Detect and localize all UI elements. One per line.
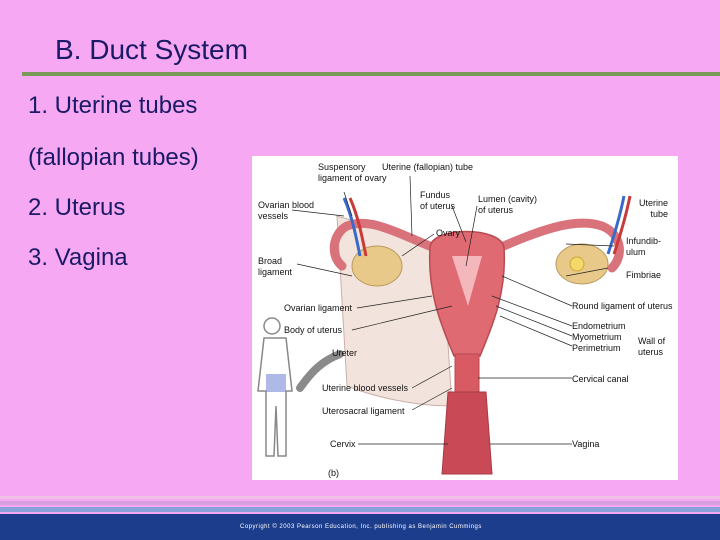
copyright-text: Copyright © 2003 Pearson Education, Inc.… [240,524,482,530]
label-ureter: Ureter [332,348,357,358]
label-endometrium: Endometrium [572,321,626,331]
label-vagina: Vagina [572,439,599,449]
label-cervix: Cervix [330,439,356,449]
label-fundus-2: of uterus [420,201,455,211]
uterus-illustration [252,156,678,480]
label-broad-2: ligament [258,267,292,277]
footer-stripe-2 [0,501,720,505]
label-wall-2: uterus [638,347,663,357]
label-infundibulum-1: Infundib- [626,236,661,246]
footer-stripe-3 [0,507,720,512]
label-uterine-vessels: Uterine blood vessels [322,383,408,393]
label-uterine-tube-right-1: Uterine [639,198,668,208]
label-lumen-1: Lumen (cavity) [478,194,537,204]
label-uterine-tube-top: Uterine (fallopian) tube [382,162,473,172]
bullet-vagina: 3. Vagina [28,244,128,272]
label-suspensory-2: ligament of ovary [318,173,387,183]
label-ovary: Ovary [436,228,460,238]
slide-title: B. Duct System [55,34,248,66]
label-uterine-tube-right-2: tube [650,209,668,219]
label-infundibulum-2: ulum [626,247,646,257]
bullet-uterine-tubes: 1. Uterine tubes [28,92,197,120]
label-round-ligament: Round ligament of uterus [572,301,673,311]
label-cervical-canal: Cervical canal [572,374,629,384]
label-fundus-1: Fundus [420,190,450,200]
label-uterosacral: Uterosacral ligament [322,406,405,416]
label-myometrium: Myometrium [572,332,622,342]
vagina-shape [442,392,492,474]
label-perimetrium: Perimetrium [572,343,621,353]
label-broad-1: Broad [258,256,282,266]
title-rule [22,72,720,76]
label-lumen-2: of uterus [478,205,513,215]
ovary-follicle [570,257,584,271]
label-ovarian-vessels-1: Ovarian blood [258,200,314,210]
label-wall-1: Wall of [638,336,665,346]
label-suspensory-1: Suspensory [318,162,366,172]
cervix-shape [455,354,479,394]
bullet-uterus: 2. Uterus [28,194,125,222]
label-ovarian-ligament: Ovarian ligament [284,303,352,313]
bullet-fallopian-tubes: (fallopian tubes) [28,144,199,172]
label-panel: (b) [328,468,339,478]
label-ovarian-vessels-2: vessels [258,211,288,221]
body-highlight [266,374,286,392]
label-body: Body of uterus [284,325,342,335]
footer-stripe-1 [0,496,720,499]
label-fimbriae: Fimbriae [626,270,661,280]
anatomy-figure: Suspensory ligament of ovary Uterine (fa… [252,156,678,480]
